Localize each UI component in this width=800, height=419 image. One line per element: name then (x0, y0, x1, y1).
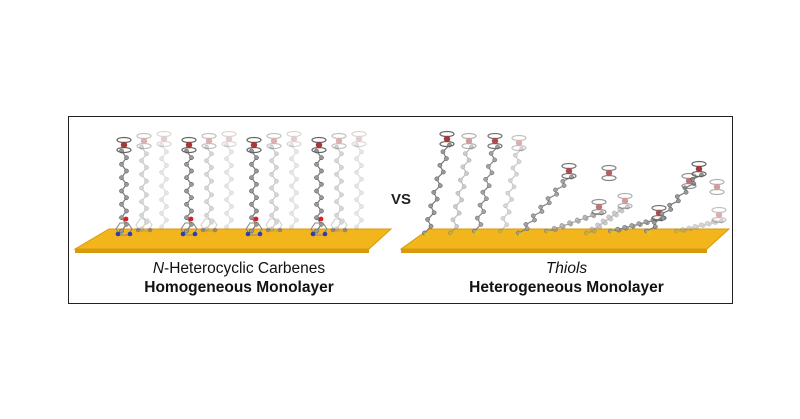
molecule-chain-icon (119, 148, 129, 234)
ferrocene-icon (156, 130, 172, 148)
molecule-chain-icon (289, 142, 299, 230)
ferrocene-icon (116, 136, 132, 154)
ferrocene-icon (681, 172, 697, 190)
nhc-ring-icon (310, 222, 328, 237)
molecule-chain-icon (472, 144, 500, 234)
ferrocene-icon (591, 198, 607, 216)
molecule-chain-icon (334, 144, 344, 232)
caption-nhc-line1: -Heterocyclic Carbenes (164, 260, 326, 277)
ferrocene-icon (439, 130, 455, 148)
caption-thiol: Thiols Heterogeneous Monolayer (399, 259, 734, 297)
nhc-ring-icon (330, 218, 348, 233)
ferrocene-icon (461, 132, 477, 150)
ferrocene-icon (561, 162, 577, 180)
molecule-chain-icon (139, 144, 149, 232)
nhc-ring-icon (265, 218, 283, 233)
ferrocene-icon (181, 136, 197, 154)
nhc-ring-icon (200, 218, 218, 233)
molecule-chain-icon (422, 142, 452, 236)
nhc-ring-icon (135, 218, 153, 233)
molecule-chain-icon (249, 148, 259, 234)
molecule-chain-icon (674, 218, 724, 234)
molecule-chain-icon (498, 146, 524, 234)
molecule-chain-icon (204, 144, 214, 232)
nhc-monolayer-illustration (73, 130, 393, 253)
molecule-chain-icon (354, 142, 364, 230)
caption-thiol-line2: Heterogeneous Monolayer (469, 279, 664, 296)
figure-frame: VS N-Heterocyclic Carbenes Homogeneous M… (68, 116, 733, 304)
ferrocene-icon (709, 178, 725, 196)
molecule-chain-icon (314, 148, 324, 234)
molecule-chain-icon (159, 142, 169, 230)
caption-nhc-italic: N (152, 260, 165, 277)
vs-label: VS (390, 191, 411, 208)
ferrocene-icon (221, 130, 237, 148)
ferrocene-icon (246, 136, 262, 154)
molecule-chain-icon (269, 144, 279, 232)
ferrocene-icon (601, 164, 617, 182)
molecule-chain-icon (224, 142, 234, 230)
ferrocene-icon (511, 134, 527, 152)
ferrocene-icon (266, 132, 282, 150)
ferrocene-icon (201, 132, 217, 150)
ferrocene-icon (331, 132, 347, 150)
ferrocene-icon (136, 132, 152, 150)
molecule-chain-icon (448, 144, 474, 236)
caption-thiol-line1: Thiols (545, 260, 588, 277)
ferrocene-icon (487, 132, 503, 150)
nhc-ring-icon (115, 222, 133, 237)
nhc-ring-icon (245, 222, 263, 237)
caption-nhc-line2: Homogeneous Monolayer (144, 279, 334, 296)
nhc-ring-icon (180, 222, 198, 237)
ferrocene-icon (351, 130, 367, 148)
ferrocene-icon (617, 192, 633, 210)
caption-nhc: N-Heterocyclic Carbenes Homogeneous Mono… (69, 259, 409, 297)
molecule-chain-icon (544, 210, 604, 234)
ferrocene-icon (286, 130, 302, 148)
ferrocene-icon (311, 136, 327, 154)
ferrocene-icon (711, 206, 727, 224)
thiol-monolayer-illustration (399, 130, 731, 253)
